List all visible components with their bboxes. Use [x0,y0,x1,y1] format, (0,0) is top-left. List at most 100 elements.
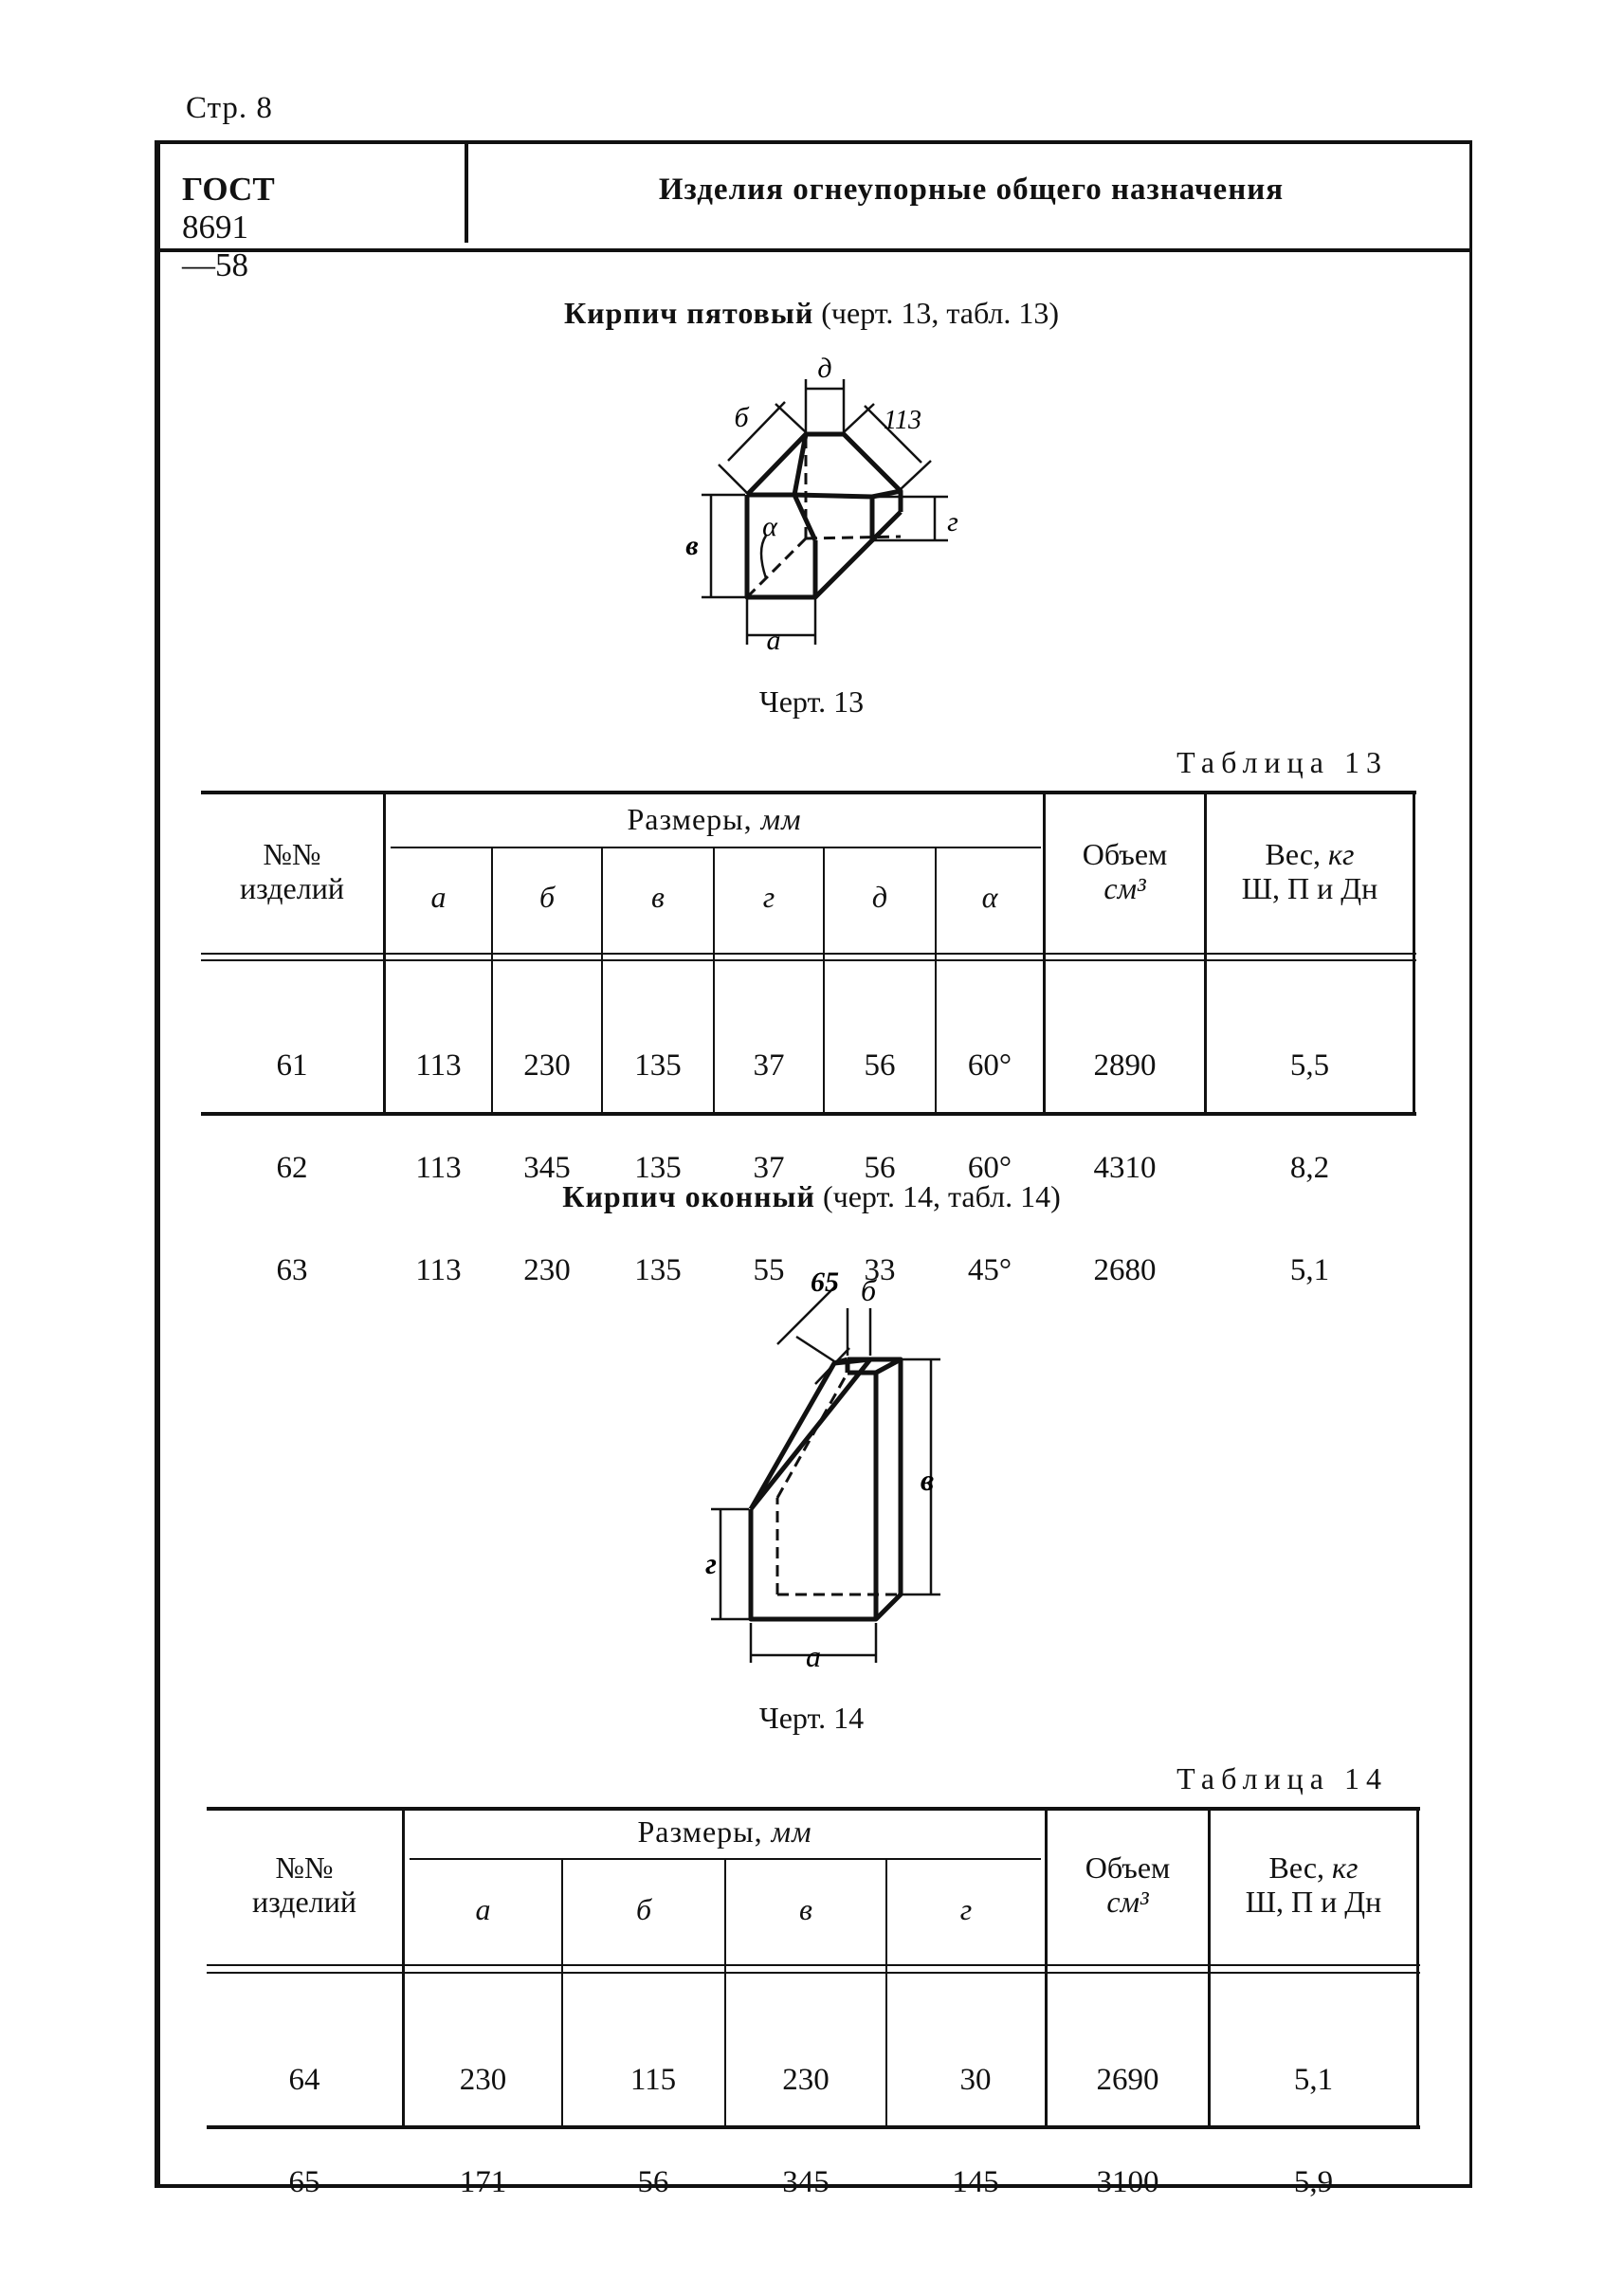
frame-left-rule [155,140,160,2188]
t14-r1-vol: 2690 [1096,2063,1159,2097]
t13-subcol-d: д [871,880,888,914]
t14-vol-header: Объем см³ [1048,1850,1208,1919]
t13-col-vol: 2890 4310 2680 [1046,980,1204,1356]
t13-col-num-header: №№ изделий [201,837,383,905]
t13-r2-d: 56 [864,1151,896,1185]
t14-r2-vol: 3100 [1096,2165,1159,2199]
t13-col-v: 135 135 135 [603,980,713,1356]
t14-col-num-header: №№ изделий [207,1850,402,1919]
t13-r1-b: 230 [523,1048,571,1083]
t14-r2-b: 56 [637,2165,669,2199]
standard-code-number: 8691—58 [182,209,248,283]
t13-r1-d: 56 [864,1048,896,1083]
t14-r2-num: 65 [288,2165,320,2199]
t14-col-wt: 5,1 5,9 [1211,1995,1416,2268]
dim-label-d: д [817,353,831,384]
t13-r3-vol: 2680 [1093,1253,1157,1287]
t14-col-vol: 2690 3100 [1048,1995,1208,2268]
t13-col-a: 113 113 113 [386,980,491,1356]
t13-col-num-l1: №№ [263,837,321,871]
t14-r2-a: 171 [459,2165,507,2199]
table13-label: Таблица 13 [1176,745,1388,779]
section13-title-bold: Кирпич пятовый [563,296,814,330]
t13-col-wt: 5,5 8,2 5,1 [1207,980,1413,1356]
t13-r2-a: 113 [415,1151,462,1185]
t13-wt-l1: Вес, [1265,837,1322,871]
t13-r2-wt: 8,2 [1289,1151,1330,1185]
standard-code-prefix: ГОСТ [182,171,275,208]
figure13-caption: Черт. 13 [758,684,865,719]
t13-col-num-l2: изделий [240,871,344,905]
t14-col-num-l1: №№ [275,1850,334,1885]
t13-r1-num: 61 [276,1048,308,1083]
t14-subcol-a: а [475,1892,491,1926]
t13-dims-unit: мм [760,802,802,836]
t13-vol-header: Объем см³ [1046,837,1204,905]
t14-subcol-g: г [959,1892,973,1926]
t13-r3-alpha: 45° [967,1253,1012,1287]
t13-r3-d: 33 [864,1253,896,1287]
t13-vol-l2: см³ [1103,871,1146,905]
t13-r2-g: 37 [753,1151,785,1185]
t13-dims-header: Размеры, мм [386,802,1043,836]
t14-subcol-b: б [635,1892,652,1926]
t14-r2-wt: 5,9 [1293,2165,1334,2199]
t13-col-alpha: 60° 60° 45° [937,980,1043,1356]
t13-r1-wt: 5,5 [1289,1048,1330,1083]
dim-label-g: г [947,506,958,538]
t13-col-d: 56 56 33 [825,980,935,1356]
header-divider [465,142,468,243]
t14-subcol-v: в [799,1892,812,1926]
t13-r2-alpha: 60° [967,1151,1012,1185]
dim14-label-a: а [806,1639,821,1673]
t13-subcol-b: б [538,880,556,914]
table-row-61: 61 62 63 [201,980,383,1356]
page-number: Стр. 8 [186,91,273,125]
dim-label-a: а [767,625,781,654]
t14-wt-l1: Вес, [1268,1850,1325,1885]
t13-r3-v: 135 [634,1253,682,1287]
t14-r1-a: 230 [459,2063,507,2097]
t13-wt-unit: кг [1328,837,1355,871]
t13-r3-g: 55 [753,1253,785,1287]
t14-r2-g: 145 [952,2165,999,2199]
header-rule [155,248,1472,252]
t13-r3-a: 113 [415,1253,462,1287]
t13-subcol-g: г [762,880,775,914]
t14-vol-l2: см³ [1106,1885,1149,1919]
dim14-label-65: 65 [811,1266,839,1298]
section13-title: Кирпич пятовый (черт. 13, табл. 13) [0,296,1623,331]
t13-wt-header: Вес, кг Ш, П и Дн [1207,837,1413,905]
dim-label-113: 113 [884,406,921,435]
section14-title: Кирпич оконный (черт. 14, табл. 14) [0,1179,1623,1214]
t13-r1-vol: 2890 [1093,1048,1157,1083]
dim-label-v: в [685,530,698,561]
t13-col-b: 230 345 230 [493,980,601,1356]
t14-wt-header: Вес, кг Ш, П и Дн [1211,1850,1416,1919]
t13-r3-num: 63 [276,1253,308,1287]
t13-subcol-a: а [430,880,447,914]
t14-col-a: 230 171 [405,1995,561,2268]
t14-r1-v: 230 [782,2063,830,2097]
t14-col-v: 230 345 [726,1995,885,2268]
t13-r3-wt: 5,1 [1289,1253,1330,1287]
dim14-label-g: г [705,1546,717,1580]
t13-wt-l2: Ш, П и Дн [1241,871,1378,905]
table14-label: Таблица 14 [1176,1761,1388,1795]
t13-subcol-v: в [651,880,665,914]
section13-title-rest: (черт. 13, табл. 13) [821,296,1060,330]
t13-dims-label: Размеры, [627,802,753,836]
t13-r1-v: 135 [634,1048,682,1083]
t14-col-num-l2: изделий [252,1885,356,1919]
document-title: Изделия огнеупорные общего назначения [658,173,1285,207]
section14-title-bold: Кирпич оконный [562,1179,815,1213]
dim14-label-v: в [921,1463,934,1497]
t14-vol-l1: Объем [1085,1850,1171,1885]
t13-r2-vol: 4310 [1093,1151,1157,1185]
t14-r1-g: 30 [959,2063,992,2097]
t13-r2-b: 345 [523,1151,571,1185]
t14-r2-v: 345 [782,2165,830,2199]
t13-r1-a: 113 [415,1048,462,1083]
t13-r3-b: 230 [523,1253,571,1287]
standard-code: ГОСТ 8691—58 [182,171,275,284]
